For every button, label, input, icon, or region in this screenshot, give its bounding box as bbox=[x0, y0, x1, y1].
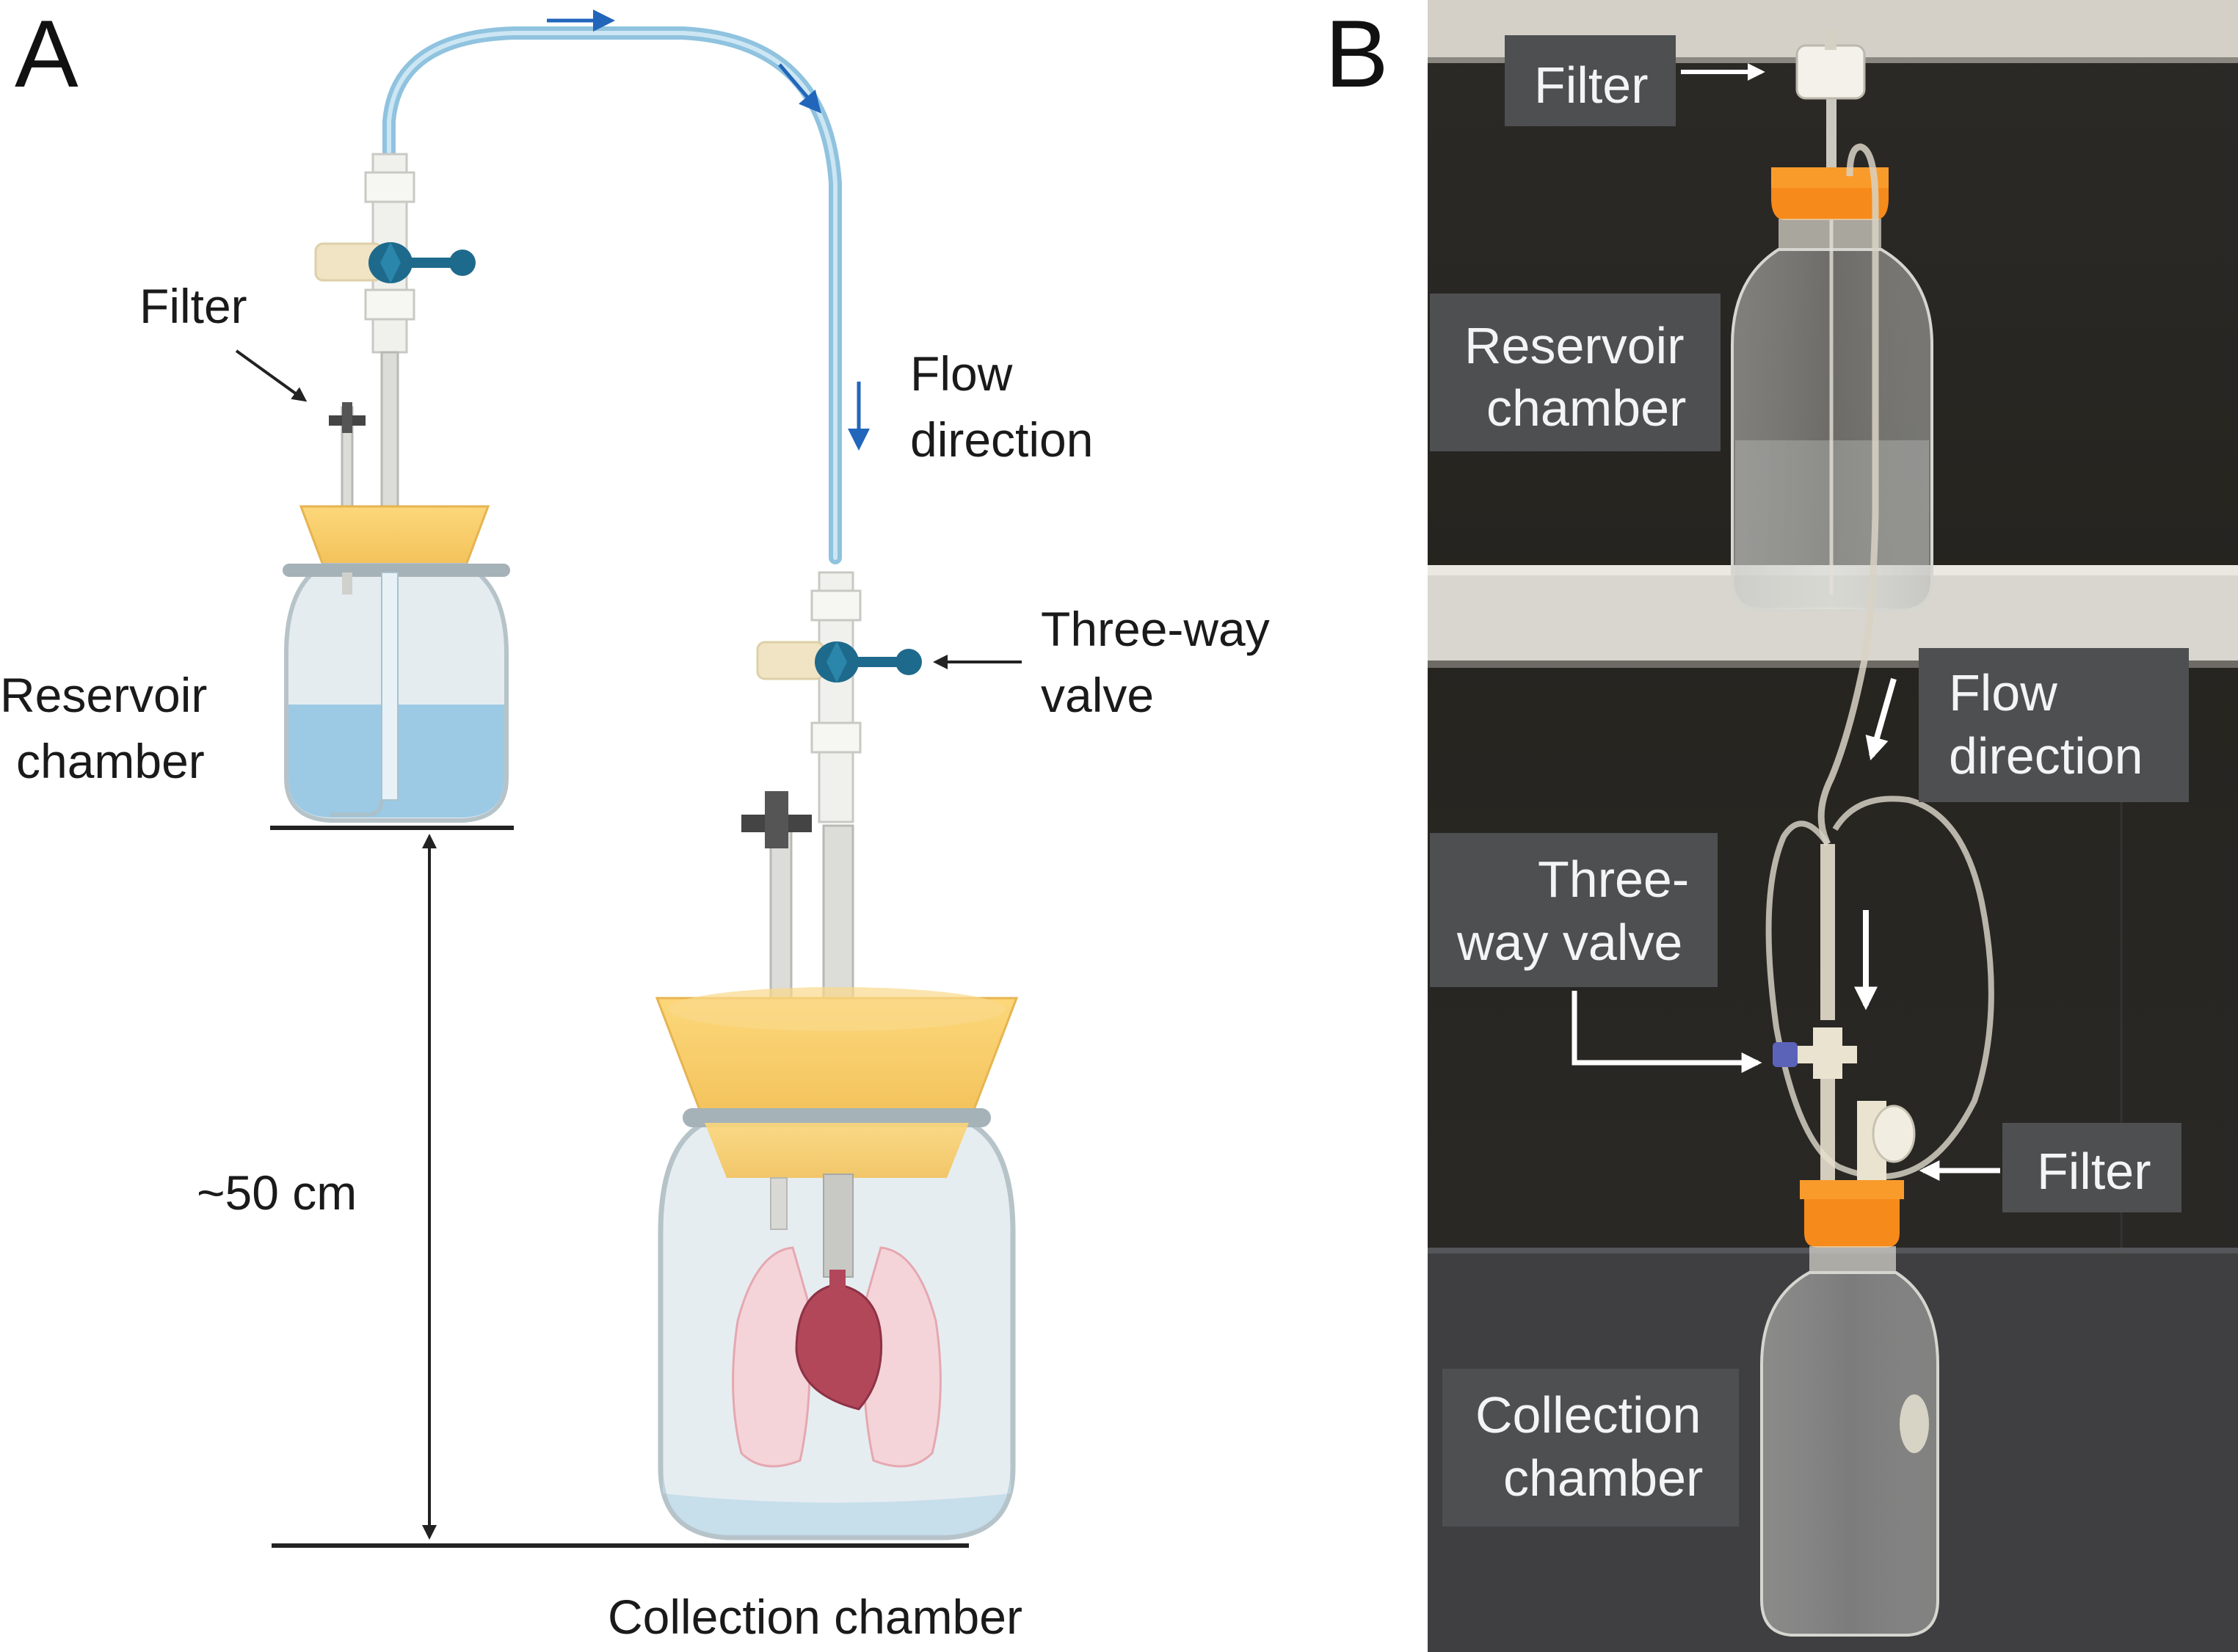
filter-bottom-text: Filter bbox=[2037, 1143, 2151, 1200]
collection-chamber-a bbox=[655, 791, 1019, 1540]
panel-a-letter: A bbox=[15, 0, 79, 107]
filter-label-a: Filter bbox=[139, 279, 247, 333]
three-way-valve-photo bbox=[1773, 844, 1916, 1189]
valve-arrow-photo bbox=[1572, 991, 1762, 1073]
upper-three-way-valve bbox=[314, 153, 476, 354]
panel-b: B bbox=[1325, 0, 2238, 1652]
collection-label-a: Collection chamber bbox=[608, 1590, 1022, 1644]
valve-text-line1: Three- bbox=[1538, 851, 1689, 908]
label-filter-bottom: Filter bbox=[2002, 1123, 2181, 1212]
label-valve: Three- way valve bbox=[1430, 833, 1718, 987]
height-label: ~50 cm bbox=[197, 1165, 357, 1220]
reservoir-label-line2-a: chamber bbox=[16, 734, 205, 788]
flow-arrow-photo-1 bbox=[1865, 677, 1897, 761]
reservoir-bottle-photo bbox=[1731, 29, 1933, 612]
valve-label-line2-a: valve bbox=[1041, 668, 1154, 722]
flow-text-line2: direction bbox=[1949, 727, 2143, 785]
panel-b-letter: B bbox=[1325, 0, 1389, 107]
label-collection: Collection chamber bbox=[1442, 1369, 1739, 1527]
reservoir-chamber-a bbox=[283, 351, 510, 823]
collection-bottle-photo bbox=[1760, 1180, 1939, 1637]
collection-text-line2: chamber bbox=[1503, 1449, 1703, 1507]
reservoir-label-line1-a: Reservoir bbox=[0, 668, 207, 722]
flow-label-line1-a: Flow bbox=[910, 346, 1013, 401]
tubing-photo bbox=[1817, 143, 1879, 846]
reservoir-text-line2: chamber bbox=[1486, 379, 1686, 437]
collection-text-line1: Collection bbox=[1475, 1386, 1701, 1444]
flow-arrow-curve bbox=[778, 63, 821, 114]
filter-arrow-a bbox=[235, 349, 308, 402]
flow-text-line1: Flow bbox=[1949, 664, 2057, 721]
filter-top-text: Filter bbox=[1534, 57, 1649, 114]
valve-label-line1-a: Three-way bbox=[1041, 602, 1270, 656]
tubing bbox=[382, 26, 842, 564]
lower-three-way-valve bbox=[756, 571, 922, 823]
reservoir-text-line1: Reservoir bbox=[1464, 317, 1685, 374]
valve-text-line2: way valve bbox=[1456, 914, 1682, 971]
label-reservoir: Reservoir chamber bbox=[1430, 294, 1721, 451]
label-flow: Flow direction bbox=[1919, 648, 2189, 802]
panel-a: A bbox=[0, 0, 1270, 1644]
label-filter-top: Filter bbox=[1505, 35, 1676, 126]
flow-label-line2-a: direction bbox=[910, 412, 1093, 467]
